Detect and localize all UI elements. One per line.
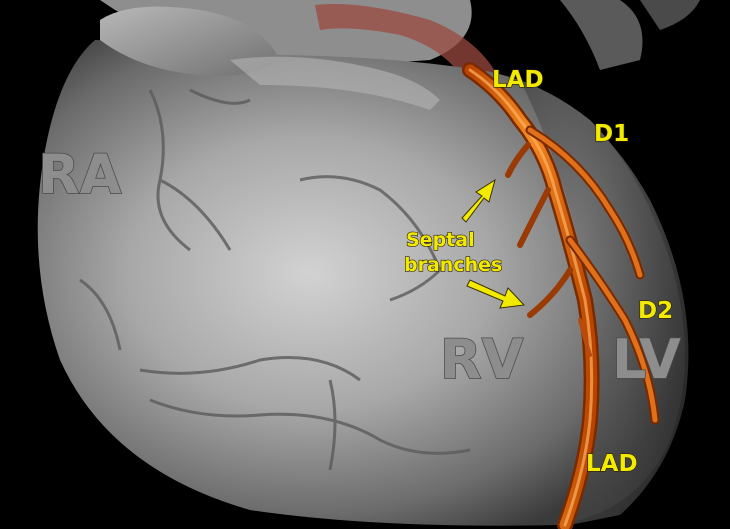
label-ra: RA: [38, 143, 122, 206]
label-lv: LV: [612, 328, 681, 391]
label-rv: RV: [440, 328, 524, 391]
label-d1: D1: [594, 121, 629, 147]
label-lad-bottom: LAD: [586, 451, 638, 477]
label-septal-line1: Septal: [406, 229, 475, 251]
label-septal-line2: branches: [404, 254, 502, 276]
label-lad-top: LAD: [492, 67, 544, 93]
label-d2: D2: [638, 298, 673, 324]
